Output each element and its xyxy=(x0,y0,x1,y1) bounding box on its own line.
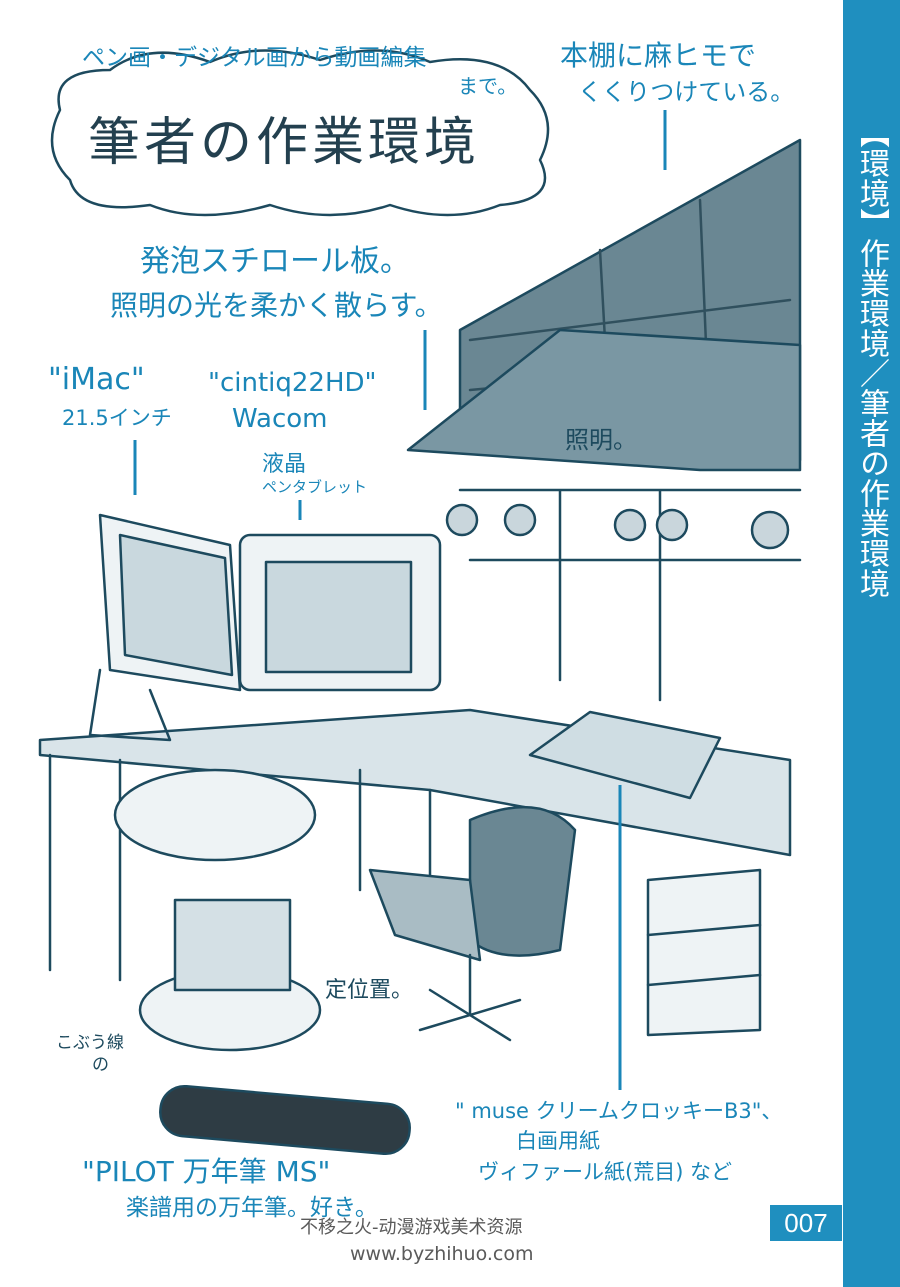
watermark-line2: www.byzhihuo.com xyxy=(350,1243,534,1265)
pen-note-line3: 楽譜用の万年筆。好き。 xyxy=(126,1195,378,1221)
page-number: 007 xyxy=(770,1205,842,1241)
title-cloud xyxy=(50,49,550,217)
fountain-pen xyxy=(159,1084,411,1156)
chair-position-label: 定位置。 xyxy=(325,978,414,1003)
imac-label-line2: 21.5インチ xyxy=(62,406,172,430)
paper-note-line3: ヴィファール紙(荒目) など xyxy=(478,1160,733,1184)
tablet-label-line2: ペンタブレット xyxy=(262,478,368,496)
pen-note-line2: の xyxy=(92,1055,109,1075)
pen-note-line1: こぶう線 xyxy=(56,1033,124,1053)
foam-note-line2: 照明の光を柔かく散らす。 xyxy=(110,289,443,322)
side-band xyxy=(843,0,900,1287)
subtitle-line2: まで。 xyxy=(458,74,518,98)
chair xyxy=(468,805,577,957)
cintiq-label-line1: "cintiq22HD" xyxy=(208,368,377,398)
watermark-line1: 不移之火-动漫游戏美术资源 xyxy=(300,1217,523,1238)
drawers xyxy=(646,868,762,1037)
page-title: 筆者の作業環境 xyxy=(88,113,481,173)
paper-note-line2: 白画用紙 xyxy=(516,1129,600,1153)
cintiq-label-line2: Wacom xyxy=(232,404,328,434)
foam-note-line1: 発泡スチロール板。 xyxy=(140,244,410,279)
shelf-note-line1: 本棚に麻ヒモで xyxy=(560,39,757,72)
shelf-note-line2: くくりつけている。 xyxy=(578,78,795,106)
pen-name-label: "PILOT 万年筆 MS" xyxy=(82,1155,331,1188)
tablet-label-line1: 液晶 xyxy=(262,452,307,477)
subtitle-line1: ペン画・デジタル画から動画編集 xyxy=(82,45,427,71)
section-label: 【環境】作業環境／筆者の作業環境 xyxy=(854,118,889,598)
foam-board xyxy=(406,328,802,472)
lighting-label: 照明。 xyxy=(565,426,637,454)
paper-note-line1: " muse クリームクロッキーB3"、 xyxy=(455,1099,783,1123)
imac-label-line1: "iMac" xyxy=(48,362,145,397)
workspace-illustration xyxy=(38,49,802,1156)
